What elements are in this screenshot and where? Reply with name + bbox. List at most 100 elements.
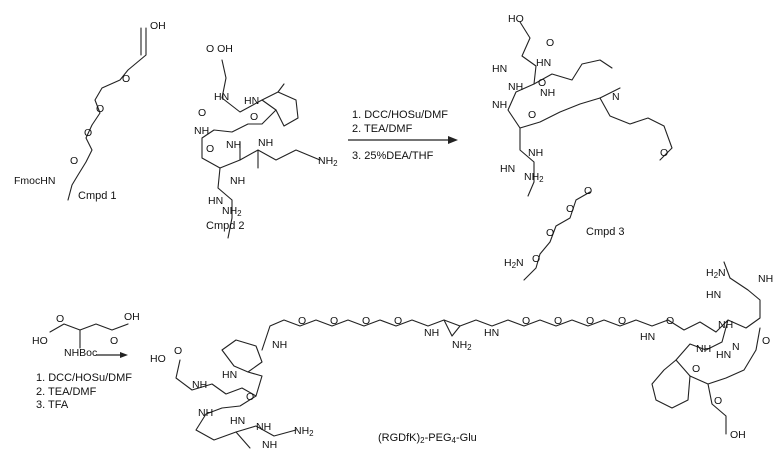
- cmpd2-acid-o: O: [206, 43, 214, 55]
- cmpd2-guanidine-nh2-sub: 2: [237, 209, 241, 218]
- cmpd2-nh-label: NH: [258, 138, 273, 149]
- cmpd3-hn-label: HN: [536, 58, 551, 69]
- cmpd1-o-label: O: [96, 104, 104, 115]
- cmpd3-nh-label: NH: [508, 82, 523, 93]
- cmpd3-h2n-label: H2N: [504, 258, 524, 271]
- reaction1-conditions: 1. DCC/HOSu/DMF 2. TEA/DMF 3. 25%DEA/THF: [352, 109, 448, 164]
- product-nh2-l-sub: 2: [309, 429, 313, 438]
- product-o-label: O: [692, 364, 700, 375]
- product-hn-label: HN: [716, 350, 731, 361]
- product-nh2-sub: 2: [467, 343, 471, 352]
- cmpd1-o-label: O: [84, 128, 92, 139]
- product-nh-label: NH: [198, 408, 213, 419]
- product-o-label: O: [330, 316, 338, 327]
- cmpd2-o-label: O: [198, 108, 206, 119]
- product-hn-label: HN: [484, 328, 499, 339]
- cmpd3-guanidine-nh2-sub: 2: [539, 175, 543, 184]
- cmpd2-nh-label: NH: [226, 140, 241, 151]
- cmpd3-o-label: O: [532, 254, 540, 265]
- product-nh-label: NH: [272, 340, 287, 351]
- product-name: (RGDfK)2-PEG4-Glu: [378, 432, 477, 445]
- cmpd3-guanidine-hn-label: HN: [500, 164, 515, 175]
- product-o-label: O: [298, 316, 306, 327]
- cmpd2-lysine-nh2-text: NH: [318, 155, 333, 167]
- product-nh-label: NH: [256, 422, 271, 433]
- cmpd3-o-label: O: [528, 110, 536, 121]
- cmpd3-guanidine-nh2-text: NH: [524, 171, 539, 183]
- product-o-label: O: [714, 396, 722, 407]
- glu-ho-label: HO: [32, 336, 48, 347]
- cmpd3-o-label: O: [546, 38, 554, 49]
- cmpd3-o-label: O: [660, 148, 668, 159]
- product-o-label: O: [586, 316, 594, 327]
- reaction1-step-2: 2. TEA/DMF: [352, 123, 448, 137]
- cmpd3-o-label: O: [584, 186, 592, 197]
- product-h2n-h: H: [706, 267, 714, 279]
- product-h2n-label: H2N: [706, 268, 726, 281]
- product-n-label: N: [732, 342, 740, 353]
- cmpd2-guanidine-hn-label: HN: [208, 196, 223, 207]
- cmpd3-hn-label: HN: [492, 64, 507, 75]
- cmpd3-nh-label: NH: [540, 88, 555, 99]
- product-ho-label: HO: [150, 354, 166, 365]
- cmpd2-o-label: O: [250, 112, 258, 123]
- cmpd3-nh-label: NH: [492, 100, 507, 111]
- cmpd2-structure: [202, 60, 320, 238]
- cmpd2-lysine-nh2-label: NH2: [318, 156, 338, 169]
- cmpd3-guanidine-nh2-label: NH2: [524, 172, 544, 185]
- cmpd2-hn-label: HN: [244, 96, 259, 107]
- cmpd2-hn-label: HN: [214, 92, 229, 103]
- product-o-label: O: [174, 346, 182, 357]
- cmpd3-ho-label: HO: [508, 14, 524, 25]
- product-hn-label: HN: [230, 416, 245, 427]
- product-name-a: (RGDfK): [378, 432, 420, 444]
- product-nh2-text: NH: [452, 339, 467, 351]
- product-o-label: O: [618, 316, 626, 327]
- cmpd1-fmoc-label: FmocHN: [14, 176, 55, 187]
- cmpd3-h2n-h: H: [504, 257, 512, 269]
- cmpd2-lysine-nh2-sub: 2: [333, 159, 337, 168]
- cmpd1-o-label: O: [70, 156, 78, 167]
- cmpd2-name: Cmpd 2: [206, 220, 245, 232]
- reaction2-conditions: 1. DCC/HOSu/DMF 2. TEA/DMF 3. TFA: [36, 372, 132, 413]
- cmpd2-guanidine-nh-label: NH: [230, 176, 245, 187]
- cmpd3-guanidine-nh-label: NH: [528, 148, 543, 159]
- product-nh-label: NH: [192, 380, 207, 391]
- cmpd2-acid-oh: OH: [217, 43, 233, 55]
- cmpd3-o-label: O: [546, 228, 554, 239]
- cmpd2-guanidine-nh2-label: NH2: [222, 206, 242, 219]
- product-nh-label: NH: [262, 440, 277, 451]
- product-name-c: -PEG: [425, 432, 452, 444]
- product-nh2-label: NH2: [452, 340, 472, 353]
- reaction1-step-1: 1. DCC/HOSu/DMF: [352, 109, 448, 123]
- glu-o-label: O: [110, 336, 118, 347]
- product-nh2-l-text: NH: [294, 425, 309, 437]
- glu-o-label: O: [56, 314, 64, 325]
- cmpd1-o-label: O: [122, 74, 130, 85]
- product-hn-label: HN: [706, 290, 721, 301]
- cmpd1-structure: [68, 28, 146, 200]
- product-oh-label: OH: [730, 430, 746, 441]
- product-hn-label: HN: [222, 370, 237, 381]
- product-o-label: O: [246, 392, 254, 403]
- product-o-label: O: [762, 336, 770, 347]
- product-hn-label: HN: [640, 332, 655, 343]
- cmpd3-n-label: N: [612, 92, 620, 103]
- product-o-label: O: [362, 316, 370, 327]
- product-o-label: O: [554, 316, 562, 327]
- cmpd1-oh-label: OH: [150, 21, 166, 32]
- product-name-e: -Glu: [456, 432, 477, 444]
- cmpd3-o-label: O: [566, 204, 574, 215]
- glu-oh-label: OH: [124, 312, 140, 323]
- product-nh-label: NH: [424, 328, 439, 339]
- reaction2-step-3: 3. TFA: [36, 399, 132, 413]
- glu-nhboc-label: NHBoc: [64, 348, 97, 359]
- cmpd2-o-label: O: [206, 144, 214, 155]
- product-nh-label: NH: [696, 344, 711, 355]
- reaction2-step-1: 1. DCC/HOSu/DMF: [36, 372, 132, 386]
- product-nh2-label: NH2: [294, 426, 314, 439]
- reaction2-step-2: 2. TEA/DMF: [36, 386, 132, 400]
- product-nh-label: NH: [718, 320, 733, 331]
- cmpd1-name: Cmpd 1: [78, 190, 117, 202]
- product-o-label: O: [522, 316, 530, 327]
